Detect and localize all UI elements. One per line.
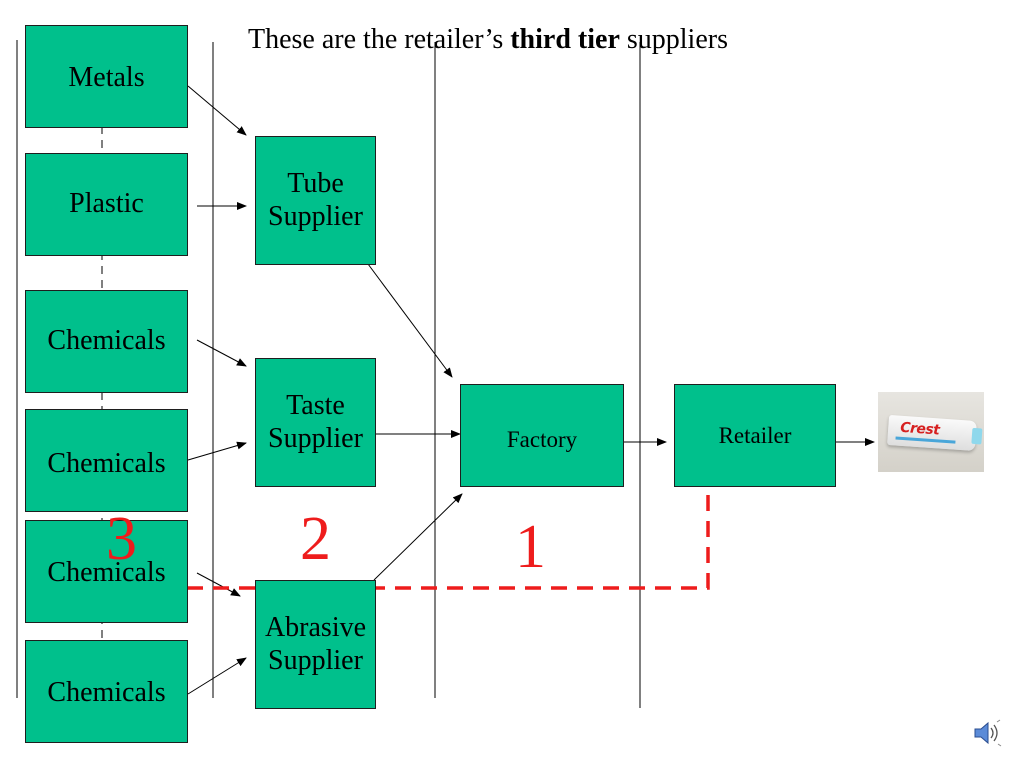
- tier-number-2: 2: [300, 505, 331, 573]
- slide-title: These are the retailer’s third tier supp…: [248, 24, 888, 56]
- arrow-chemicals2-to-taste: [187, 441, 247, 461]
- tier-number-1: 1: [515, 513, 546, 581]
- box-metals: Metals: [25, 25, 188, 128]
- title-emphasis: third tier: [510, 24, 620, 55]
- box-taste-supplier-label: Taste Supplier: [268, 390, 363, 454]
- title-suffix: suppliers: [619, 24, 728, 55]
- box-abrasive-supplier: Abrasive Supplier: [255, 580, 376, 709]
- speaker-icon[interactable]: [972, 718, 1002, 748]
- box-chemicals-3-label: Chemicals: [47, 557, 166, 588]
- arrow-metals-to-tube: [187, 85, 247, 136]
- box-tube-supplier-label: Tube Supplier: [268, 168, 363, 232]
- box-plastic-label: Plastic: [69, 188, 144, 220]
- toothpaste-tube: Crest: [887, 414, 983, 452]
- arrow-chemicals1-to-taste: [196, 339, 247, 367]
- box-tube-supplier: Tube Supplier: [255, 136, 376, 265]
- box-factory-label: Factory: [506, 427, 578, 453]
- arrow-tube-to-factory: [367, 263, 453, 378]
- arrow-chemicals3-to-abrasive: [196, 572, 241, 597]
- arrow-abrasive-to-factory: [373, 493, 463, 581]
- box-taste-supplier: Taste Supplier: [255, 358, 376, 487]
- arrow-chemicals4-to-abrasive: [187, 657, 247, 695]
- box-chemicals-4-label: Chemicals: [47, 677, 166, 708]
- tube-cap: [971, 427, 983, 445]
- box-chemicals-1-label: Chemicals: [47, 325, 166, 357]
- box-plastic: Plastic: [25, 153, 188, 256]
- box-factory: Factory: [460, 384, 624, 487]
- toothpaste-product-image: Crest: [878, 392, 984, 472]
- product-brand-logo: Crest: [899, 419, 940, 439]
- title-prefix: These are the retailer’s: [248, 24, 511, 55]
- box-chemicals-2-label: Chemicals: [47, 448, 166, 479]
- box-metals-label: Metals: [68, 62, 145, 93]
- box-chemicals-4: Chemicals: [25, 640, 188, 743]
- box-chemicals-1: Chemicals: [25, 290, 188, 393]
- box-abrasive-supplier-label: Abrasive Supplier: [264, 612, 367, 676]
- box-retailer: Retailer: [674, 384, 836, 487]
- red-dashed-tier-path: [154, 495, 710, 594]
- box-chemicals-2: Chemicals: [25, 409, 188, 512]
- tier-number-3: 3: [106, 505, 137, 573]
- box-chemicals-3: Chemicals: [25, 520, 188, 623]
- box-retailer-label: Retailer: [718, 423, 792, 448]
